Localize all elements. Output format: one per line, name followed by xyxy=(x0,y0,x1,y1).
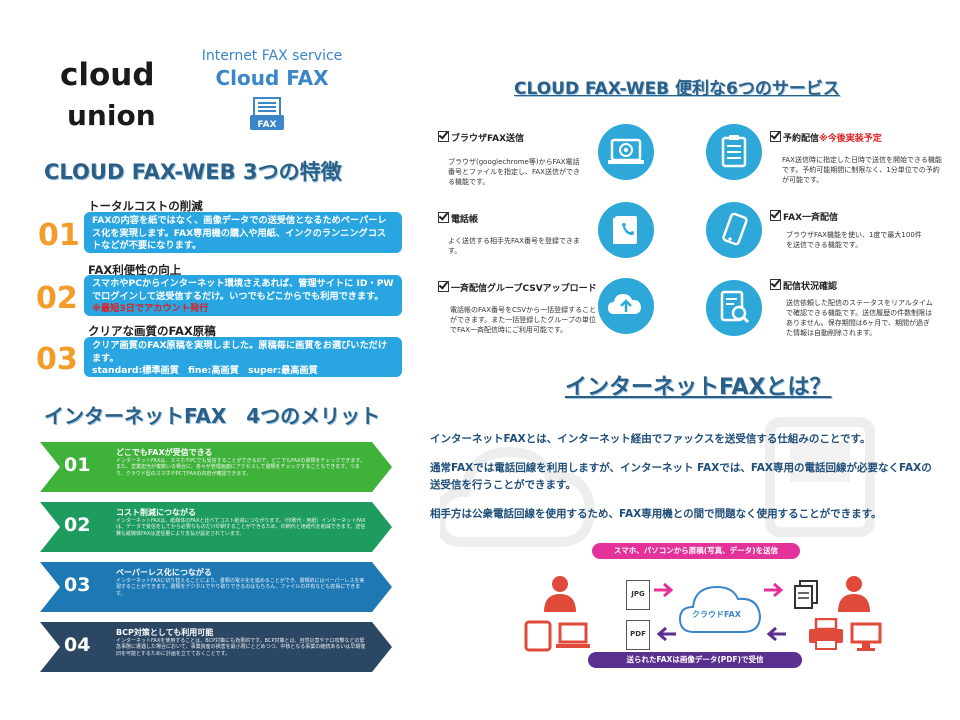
merit-banner: 04 BCP対策としても利用可能 インターネットFAXを使用することは、BCP対… xyxy=(40,622,392,672)
merit-title: ペーパーレス化につながる xyxy=(116,568,212,577)
service-title: 一斉配信グループCSVアップロード xyxy=(438,281,597,294)
merit-banner: 03 ペーパーレス化につながる インターネットFAXに切り替えることにより、書類… xyxy=(40,562,392,612)
jpg-file-icon: JPG xyxy=(626,580,650,610)
checkbox-icon xyxy=(438,281,449,292)
merits-heading: インターネットFAX 4つのメリット xyxy=(44,404,381,428)
service-title-text: 電話帳 xyxy=(451,215,479,225)
services-heading: CLOUD FAX-WEB 便利な6つのサービス xyxy=(514,79,840,99)
arrow-right-icon xyxy=(764,582,786,601)
person-receiver-icon xyxy=(834,572,874,616)
merit-number: 01 xyxy=(64,454,91,476)
feature-text: FAXの内容を紙ではなく、画像データでの送受信となるためペーパーレス化を実現しま… xyxy=(92,215,387,251)
checkbox-icon xyxy=(770,210,781,221)
send-label-pill: スマホ、パソコンから原稿(写真、データ)を送信 xyxy=(592,543,800,559)
laptop-icon xyxy=(556,622,590,656)
checkbox-icon xyxy=(438,131,449,142)
service-title: 予約配信※今後実装予定 xyxy=(770,131,882,144)
service-note: ※今後実装予定 xyxy=(819,134,882,144)
merit-number: 04 xyxy=(64,634,91,656)
what-paragraph: 通常FAXでは電話回線を利用しますが、インターネット FAXでは、FAX専用の電… xyxy=(430,462,932,491)
service-desc: よく送信する相手先FAX番号を登録できます。 xyxy=(448,237,580,255)
service-title-text: ブラウザFAX送信 xyxy=(451,134,525,144)
tablet-icon xyxy=(524,620,552,656)
service-desc: ブラウザ(googlechrome等)からFAX電話番号とファイルを指定し、FA… xyxy=(448,158,580,186)
feature-title: クリアな画質のFAX原稿 xyxy=(88,324,216,338)
company-logo-union: union xyxy=(67,99,156,132)
clipboard-icon xyxy=(706,124,762,180)
feature-note: ※最短3日でアカウント発行 xyxy=(92,303,209,314)
merit-text: インターネットFAXは、紙媒体のFAXと比べてコスト削減につながります。（印刷代… xyxy=(116,518,366,537)
checkbox-icon xyxy=(438,212,449,223)
service-title-text: 一斉配信グループCSVアップロード xyxy=(451,284,597,294)
what-paragraph: インターネットFAXとは、インターネット経由でファックスを送受信する仕組みのこと… xyxy=(430,433,871,445)
feature-box: クリア画質のFAX原稿を実現しました。原稿毎に画質をお選びいただけます。 sta… xyxy=(84,337,402,377)
background-watermark-icon xyxy=(434,412,920,552)
person-sender-icon xyxy=(540,572,580,616)
company-logo-cloud: cloud xyxy=(60,57,155,93)
service-title: ブラウザFAX送信 xyxy=(438,131,524,144)
merit-number: 03 xyxy=(64,574,91,596)
merit-title: コスト削減につながる xyxy=(116,508,196,517)
desktop-computer-icon xyxy=(850,622,882,656)
receive-label-pill: 送られたFAXは画像データ(PDF)で受信 xyxy=(588,652,802,668)
service-title: 電話帳 xyxy=(438,212,478,225)
checkbox-icon xyxy=(770,279,781,290)
merit-banner: 01 どこでもFAXが受信できる インターネットFAXは、スマホやPCでも受信す… xyxy=(40,442,392,492)
service-title-text: 配信状況確認 xyxy=(783,282,838,292)
upload-icon xyxy=(598,278,654,334)
cloud-label: クラウドFAX xyxy=(692,610,741,619)
merit-text: インターネットFAXは、スマホやPCでも受信することができるので、どこでもFAX… xyxy=(116,458,365,477)
brand-name: Cloud FAX xyxy=(215,66,329,90)
fax-icon-label: FAX xyxy=(257,120,276,130)
service-desc: 電話帳のFAX番号をCSVから一括登録することができます。また一括登録したグルー… xyxy=(450,306,597,334)
service-desc: FAX送信時に指定した日時で送信を開始できる機能です。予約可能期間に制限なく、1… xyxy=(782,156,942,184)
pdf-file-icon: PDF xyxy=(626,620,650,650)
smartphone-icon xyxy=(706,202,762,258)
checkbox-icon xyxy=(770,131,781,142)
feature-text: クリア画質のFAX原稿を実現しました。原稿毎に画質をお選びいただけます。 xyxy=(92,340,388,364)
merit-title: どこでもFAXが受信できる xyxy=(116,448,213,457)
paper-documents-icon xyxy=(794,580,818,614)
feature-note: standard:標準画質 fine:高画質 super:最高画質 xyxy=(92,365,318,376)
feature-number: 02 xyxy=(36,281,78,316)
service-title: 配信状況確認 xyxy=(770,279,837,292)
feature-number: 03 xyxy=(36,342,78,377)
service-title-text: FAX一斉配信 xyxy=(783,213,839,223)
arrow-right-icon xyxy=(654,582,676,601)
merit-title: BCP対策としても利用可能 xyxy=(116,628,214,637)
feature-text: スマホやPCからインターネット環境さえあれば、管理サイトに ID・PWでログイン… xyxy=(92,278,394,302)
merit-banner: 02 コスト削減につながる インターネットFAXは、紙媒体のFAXと比べてコスト… xyxy=(40,502,392,552)
fax-document-icon: FAX xyxy=(248,96,286,132)
service-desc: 送信依頼した配信のステータスをリアルタイムで確認できる機能です。送信履歴の件数制… xyxy=(786,299,933,337)
arrow-left-icon xyxy=(764,626,786,645)
chrome-icon xyxy=(598,124,654,180)
merit-text: インターネットFAXに切り替えることにより、書類の電子化を進めることができ、書類… xyxy=(116,578,365,597)
phonebook-icon xyxy=(598,202,654,258)
feature-box: FAXの内容を紙ではなく、画像データでの送受信となるためペーパーレス化を実現しま… xyxy=(84,212,402,253)
merit-number: 02 xyxy=(64,514,91,536)
features-heading: CLOUD FAX-WEB 3つの特徴 xyxy=(44,160,342,184)
brand-subtitle: Internet FAX service xyxy=(201,48,343,64)
what-heading: インターネットFAXとは？ xyxy=(565,375,832,400)
document-search-icon xyxy=(706,280,762,336)
cloud-icon: クラウドFAX xyxy=(678,582,762,636)
service-title-text: 予約配信 xyxy=(783,134,820,144)
feature-title: トータルコストの削減 xyxy=(88,199,203,213)
arrow-left-icon xyxy=(654,626,676,645)
feature-number: 01 xyxy=(38,218,80,253)
merit-text: インターネットFAXを使用することは、BCP対策にも効果的です。BCP対策とは、… xyxy=(116,638,366,657)
feature-box: スマホやPCからインターネット環境さえあれば、管理サイトに ID・PWでログイン… xyxy=(84,275,402,316)
feature-title: FAX利便性の向上 xyxy=(88,263,182,277)
service-desc: ブラウザFAX機能を使い、1度で最大100件を送信できる機能です。 xyxy=(786,231,922,249)
fax-machine-icon xyxy=(808,617,844,654)
service-title: FAX一斉配信 xyxy=(770,210,838,223)
what-paragraph: 相手方は公衆電話回線を使用するため、FAX専用機との間で問題なく使用することがで… xyxy=(430,508,882,520)
